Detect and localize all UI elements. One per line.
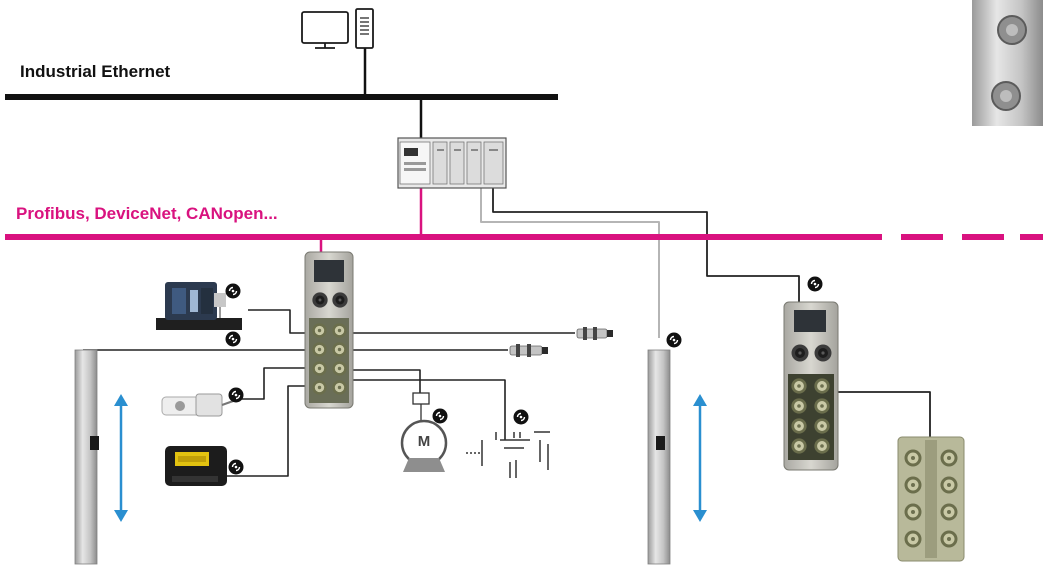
ethernet-bus-label: Industrial Ethernet: [20, 62, 170, 82]
wireless-icon: [226, 284, 241, 299]
gray-actuator-wire: [481, 186, 659, 338]
plc-icon: [398, 138, 506, 188]
fieldbus-bus-line: [5, 234, 882, 240]
arrow-icon: [693, 394, 707, 522]
linear-actuator-middle-icon: [648, 350, 670, 564]
wireless-icon: [514, 410, 529, 425]
proximity-sensor-icon: [577, 327, 613, 340]
rfid-wire: [248, 310, 313, 333]
wireless-icon: [433, 409, 448, 424]
motor-wire: [345, 370, 420, 396]
ethernet-bus-line: [5, 94, 558, 100]
wireless-icon: [226, 332, 241, 347]
wireless-icon: [667, 333, 682, 348]
wireless-icon: [808, 277, 823, 292]
linear-actuator-left-icon: [75, 350, 99, 564]
valve-icon: [466, 432, 550, 478]
fieldbus-dash-1: [901, 234, 943, 240]
io-hub-icon: [898, 437, 964, 561]
wireless-icon: [229, 388, 244, 403]
io-module-right-icon: [784, 302, 838, 470]
photo-sensor-wire: [238, 368, 313, 399]
fieldbus-dash-2: [962, 234, 1004, 240]
motor-label: M: [409, 433, 439, 450]
fieldbus-bus-label: Profibus, DeviceNet, CANopen...: [16, 204, 278, 224]
display-unit-icon: [165, 446, 227, 486]
computer-icon: [302, 9, 373, 48]
photoelectric-sensor-icon: [510, 344, 548, 357]
io-module-icon: [305, 252, 353, 408]
right-module-wire: [493, 186, 799, 306]
arrow-icon: [114, 394, 128, 522]
barrel-sensor-icon: [162, 394, 236, 416]
mounting-bracket-icon: [972, 0, 1043, 126]
wireless-icon: [229, 460, 244, 475]
hub-wire: [834, 392, 930, 440]
fieldbus-dash-3: [1020, 234, 1043, 240]
